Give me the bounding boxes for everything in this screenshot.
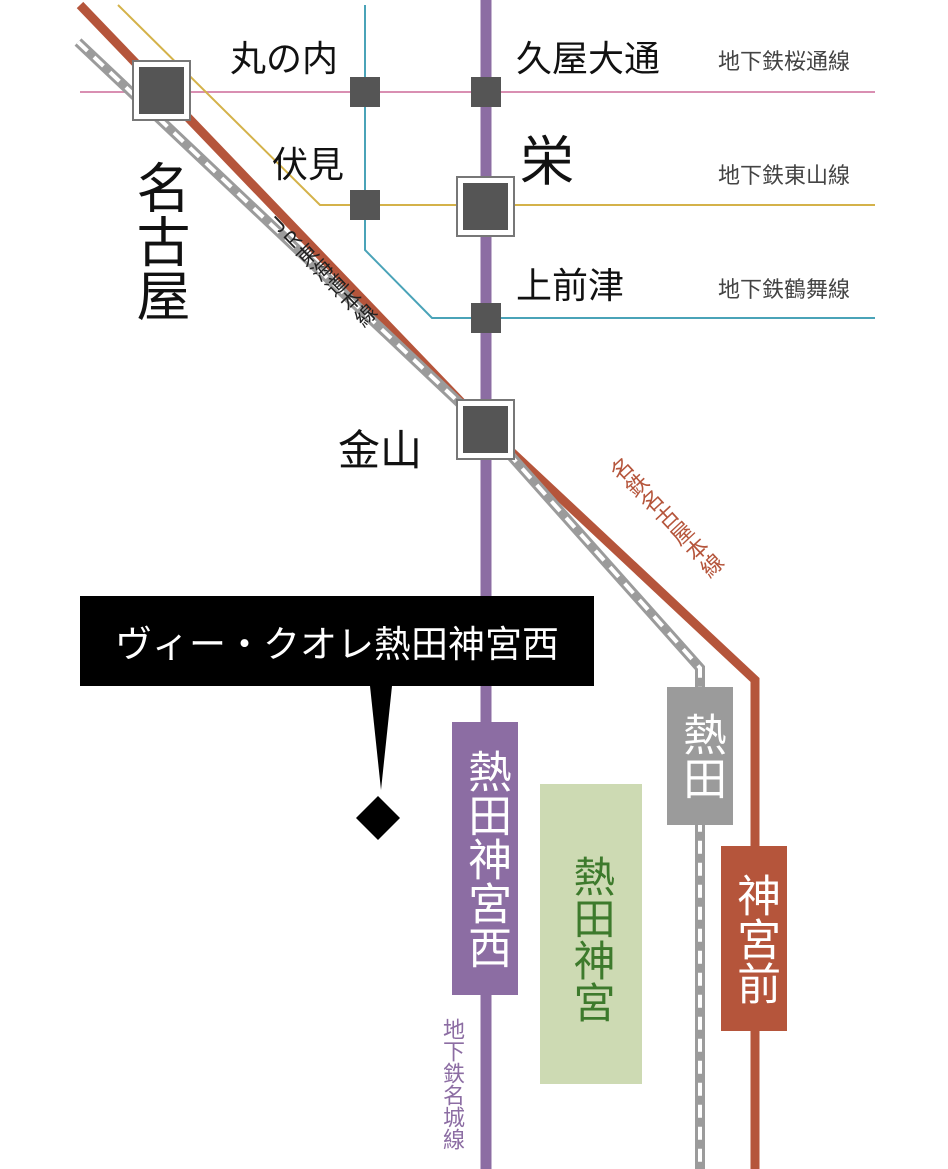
station-label-marunouchi: 丸の内 (230, 39, 339, 80)
line-label-higashiyama: 地下鉄東山線 (718, 164, 851, 189)
jr-tokaido-line-dash (76, 40, 702, 1169)
station-label-atsuta-jingu-nishi: 熱田神宮西 (460, 748, 512, 969)
line-label-meijo: 地下鉄名城線 (439, 1018, 464, 1150)
station-box-jingu-mae: 神宮前 (721, 846, 787, 1031)
station-marker-hisaya-odori (471, 77, 501, 107)
station-marker-nagoya (132, 60, 191, 121)
station-label-kanayama: 金山 (338, 426, 423, 475)
station-label-nagoya: 名古屋 (127, 160, 190, 322)
station-marker-kanayama (456, 399, 515, 460)
line-label-sakura-dori: 地下鉄桜通線 (718, 50, 851, 75)
station-label-hisaya-odori: 久屋大通 (516, 39, 661, 80)
station-marker-fushimi (350, 190, 380, 220)
station-marker-marunouchi (350, 77, 380, 107)
station-box-atsuta-jingu-nishi: 熱田神宮西 (452, 722, 518, 995)
atsuta-jingu-label: 熱田神宮 (567, 855, 616, 1023)
tsurumai-line (364, 5, 875, 319)
station-marker-kamimaezu (471, 303, 501, 333)
line-label-tsurumai: 地下鉄鶴舞線 (718, 278, 851, 303)
property-marker (356, 796, 400, 840)
callout-pointer (370, 686, 392, 790)
station-label-jingu-mae: 神宮前 (729, 872, 781, 1005)
property-callout: ヴィー・クオレ熱田神宮西 (80, 596, 594, 686)
station-label-atsuta: 熱田 (675, 712, 727, 800)
station-label-sakae: 栄 (520, 130, 574, 193)
station-box-atsuta: 熱田 (667, 687, 733, 825)
station-marker-sakae (456, 176, 515, 237)
atsuta-jingu-area (540, 784, 642, 1084)
station-label-kamimaezu: 上前津 (516, 266, 625, 307)
station-label-fushimi: 伏見 (272, 145, 345, 186)
